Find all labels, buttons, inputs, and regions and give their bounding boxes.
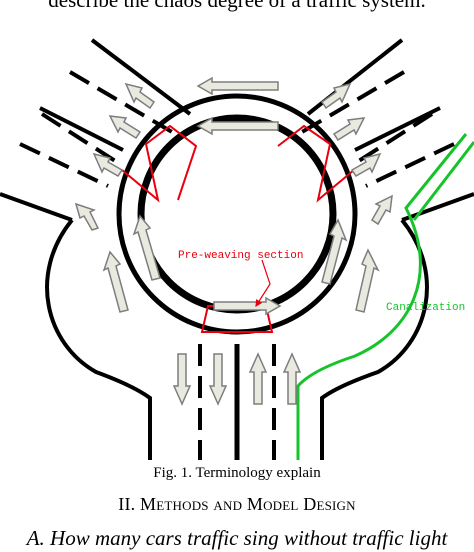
subsection-text: A. How many cars traffic sing without tr… bbox=[26, 526, 448, 550]
canalization-label: Canalization bbox=[386, 302, 465, 314]
central-island bbox=[137, 114, 337, 314]
canalization-line bbox=[296, 133, 474, 460]
figure-caption: Fig. 1. Terminology explain bbox=[153, 465, 321, 481]
outer-boundary bbox=[0, 38, 474, 460]
pre-weaving-label: Pre-weaving section bbox=[178, 250, 303, 262]
section-number: II. bbox=[118, 494, 136, 514]
traffic-arrows bbox=[74, 76, 393, 406]
pre-weaving-pointer bbox=[255, 259, 271, 308]
lane-dividers bbox=[19, 70, 455, 460]
roundabout-figure: Pre-weaving section Canalization bbox=[0, 38, 474, 460]
section-heading: II. Methods and Model Design bbox=[0, 492, 474, 516]
section-title: Methods and Model Design bbox=[140, 494, 356, 514]
header-text: describe the chaos degree of a traffic s… bbox=[48, 0, 426, 12]
